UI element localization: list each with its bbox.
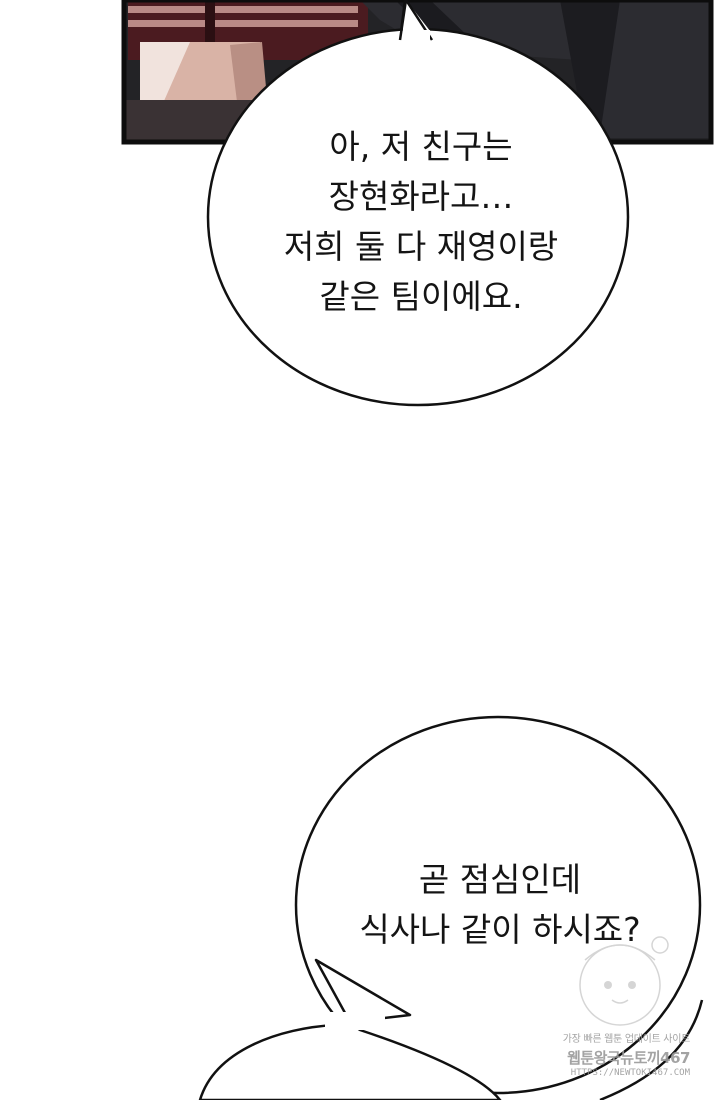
watermark-site-name: 웹툰왕국뉴토끼467	[567, 1049, 690, 1067]
speech-bubble-2-text: 곧 점심인데 식사나 같이 하시죠?	[330, 855, 670, 955]
speech-bubble-1-text: 아, 저 친구는 장현화라고… 저희 둘 다 재영이랑 같은 팀이에요.	[240, 122, 602, 322]
speech-line: 장현화라고…	[328, 177, 514, 216]
speech-line: 곧 점심인데	[418, 860, 582, 899]
speech-line: 같은 팀이에요.	[319, 277, 523, 316]
speech-bubble-1	[206, 0, 630, 407]
speech-bubble-2	[294, 715, 702, 1095]
speech-line: 아, 저 친구는	[329, 127, 513, 166]
speech-line: 저희 둘 다 재영이랑	[283, 227, 559, 266]
speech-line: 식사나 같이 하시죠?	[359, 910, 641, 949]
watermark-mascot	[579, 936, 669, 1026]
watermark-tagline: 가장 빠른 웹툰 업데이트 사이트	[562, 1034, 691, 1045]
watermark-url: HTTPS://NEWTOKI467.COM	[570, 1068, 690, 1078]
speech-bubble-3	[198, 958, 704, 1100]
